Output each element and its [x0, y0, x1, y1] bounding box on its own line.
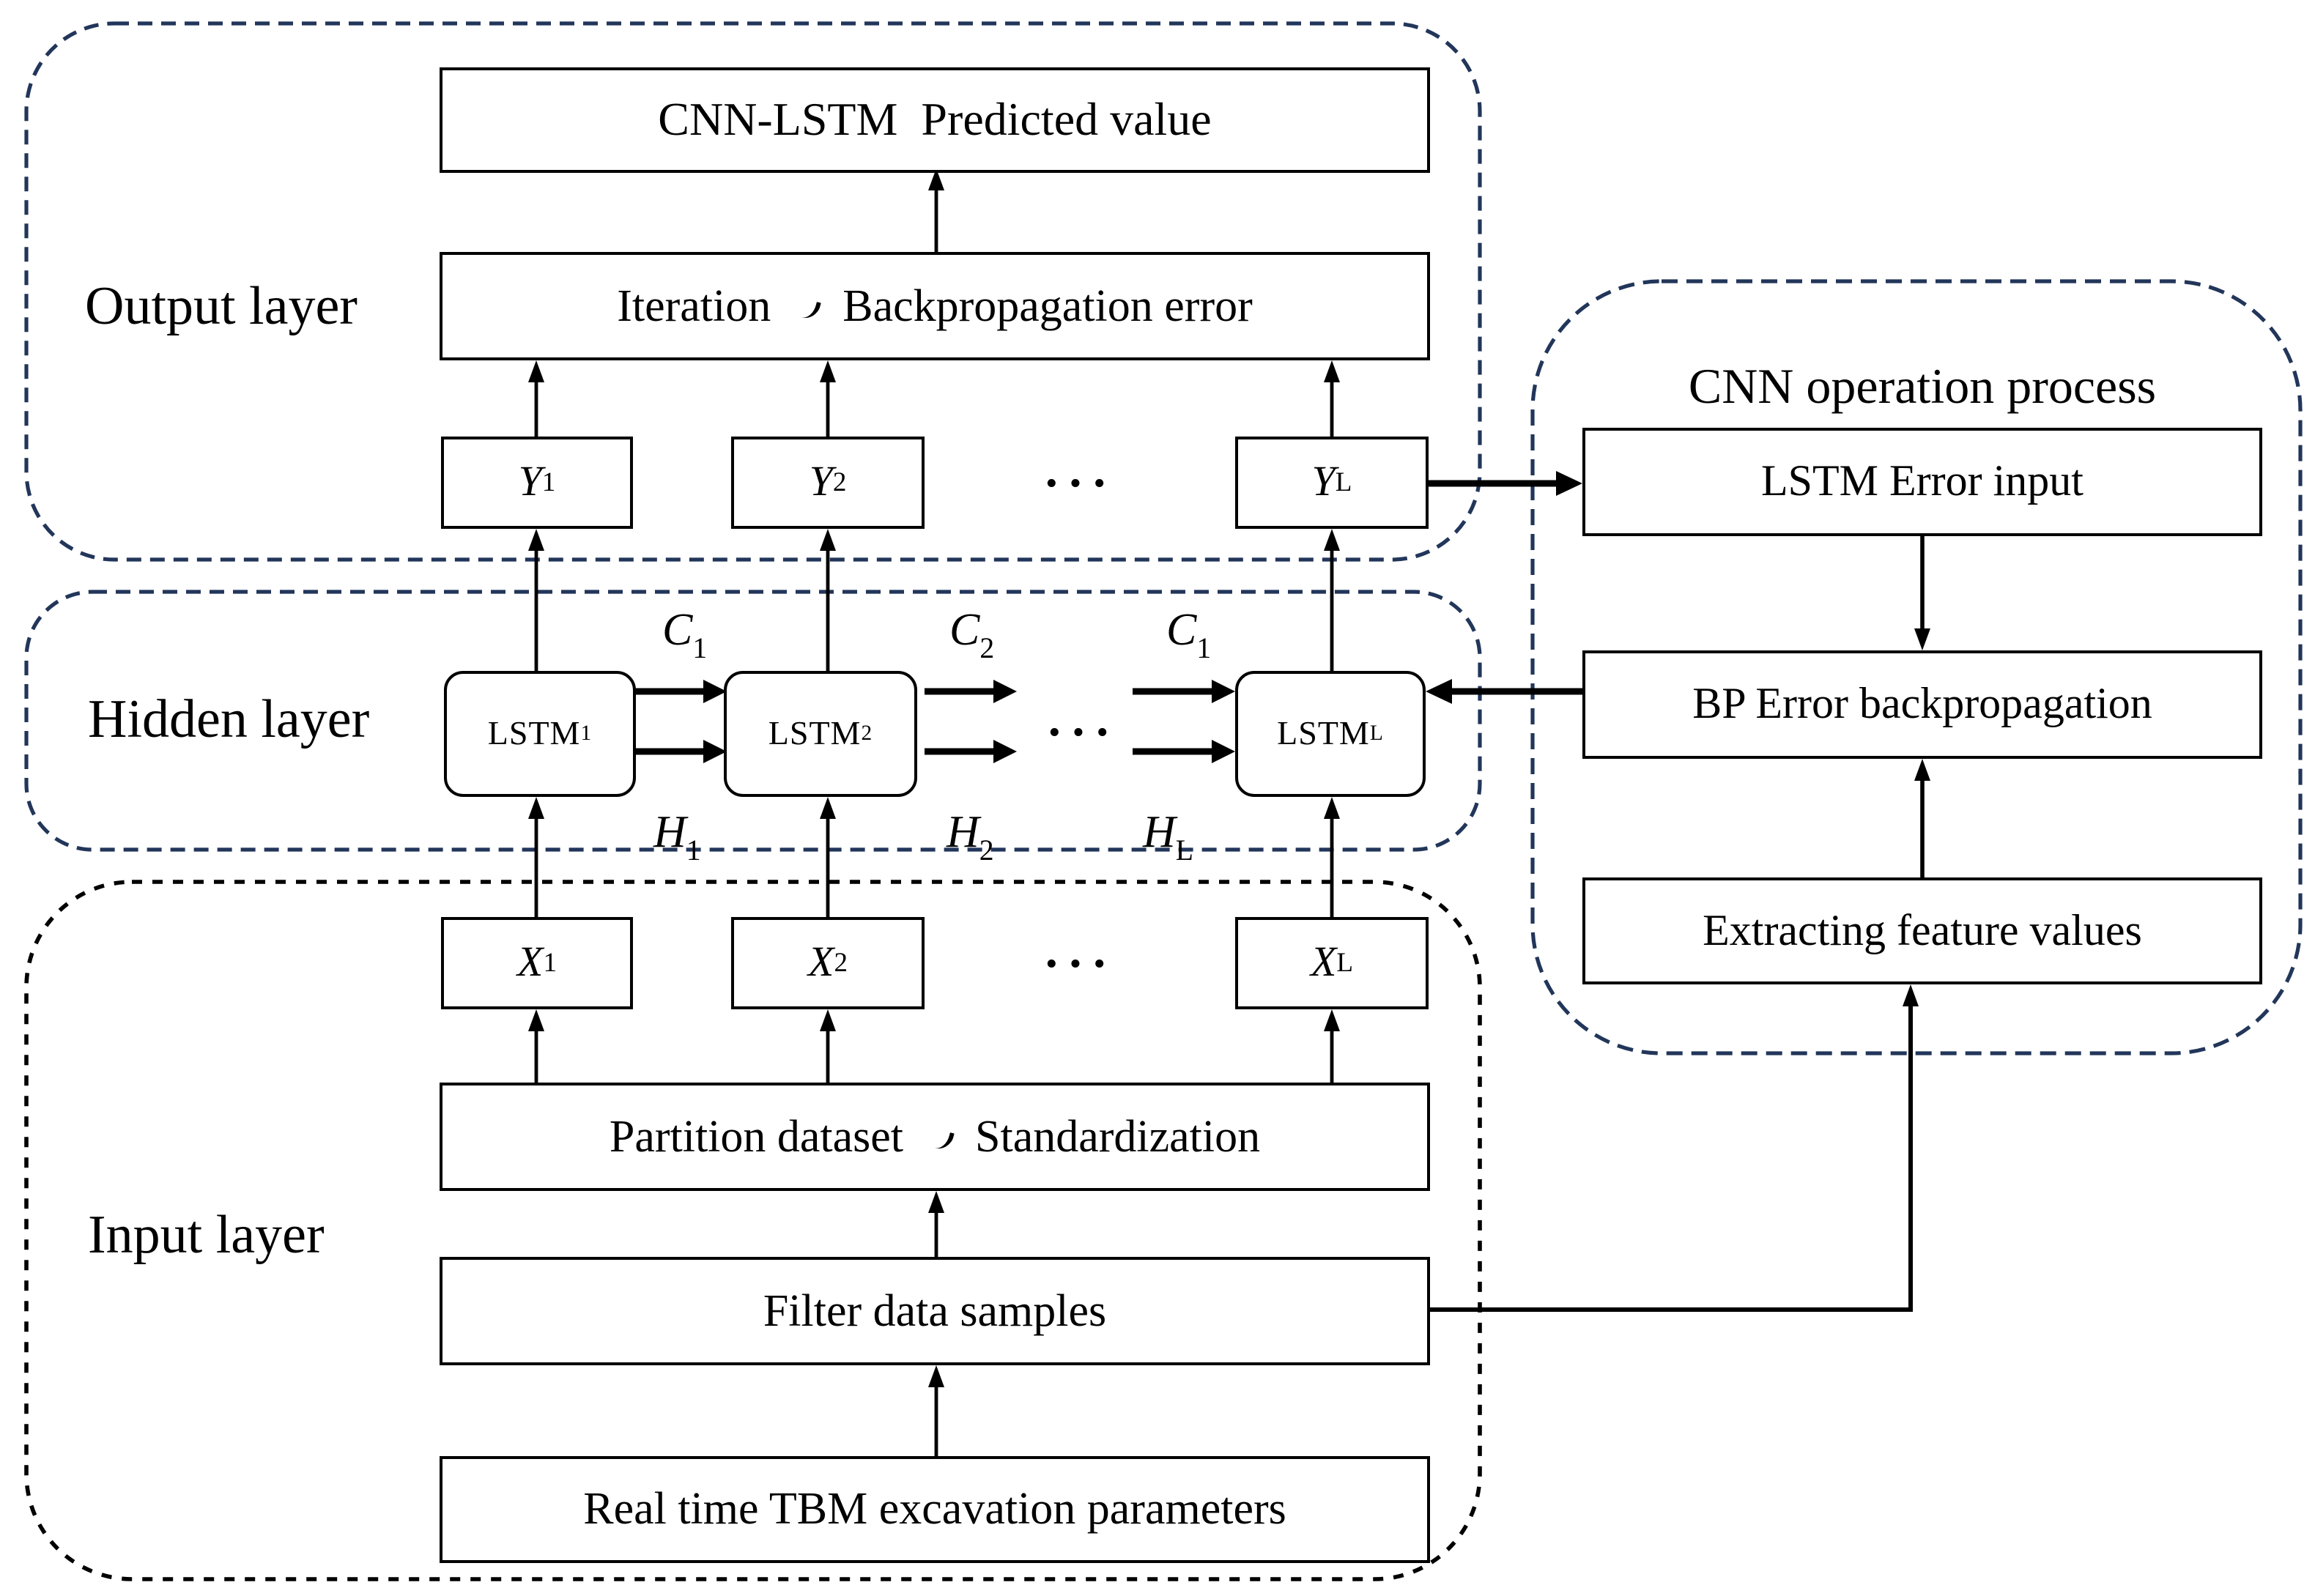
c2-sub: 2	[979, 632, 995, 665]
arrow-x2-to-lstm2	[820, 797, 836, 917]
hidden-layer-border	[24, 590, 1482, 852]
arrow-yl-to-lstm-error-input	[1429, 471, 1582, 496]
iteration-backprop-box: Iteration Backpropagation error	[440, 252, 1430, 360]
c1-sub: 1	[692, 632, 708, 665]
iteration-label-right: Backpropagation error	[842, 279, 1253, 331]
arrow-iteration-to-predicted	[928, 168, 944, 252]
arrow-lstml-to-yl	[1324, 529, 1340, 671]
arrow-x1-to-lstm1	[528, 797, 544, 917]
hl-sub: L	[1175, 834, 1194, 867]
x1-base: X	[517, 939, 544, 987]
arrow-yl-to-iteration	[1324, 360, 1340, 437]
arrow-lstm2-to-dots-c	[925, 680, 1017, 703]
realtime-tbm-box: Real time TBM excavation parameters	[440, 1456, 1430, 1563]
iteration-label-left: Iteration	[617, 279, 771, 331]
arrow-dots-to-lstml-c	[1133, 680, 1235, 703]
arrow-lstm2-to-y2	[820, 529, 836, 671]
arrow-lstm1-to-y1	[528, 529, 544, 671]
arrow-lstm-error-to-bp	[1914, 536, 1930, 650]
xl-base: X	[1310, 939, 1337, 987]
c3-sub: 1	[1196, 632, 1212, 665]
predicted-value-label: CNN-LSTM Predicted value	[658, 92, 1212, 146]
label-h2: H2	[947, 806, 994, 866]
lstm1-base: LSTM	[487, 714, 581, 751]
extracting-feature-values-box: Extracting feature values	[1582, 877, 2262, 984]
realtime-label: Real time TBM excavation parameters	[583, 1482, 1286, 1534]
lstm2-base: LSTM	[768, 714, 862, 751]
output-layer-label: Output layer	[85, 277, 358, 337]
ellipsis-x-row: ···	[1043, 938, 1116, 992]
label-h1: H1	[653, 806, 701, 866]
arrow-filter-to-extracting	[1430, 984, 1919, 1312]
lstm-error-input-label: LSTM Error input	[1761, 457, 2084, 506]
h1-sub: 1	[686, 834, 701, 867]
hidden-layer-label: Hidden layer	[88, 690, 370, 750]
ellipsis-lstm-row: ···	[1046, 706, 1119, 760]
filter-data-samples-box: Filter data samples	[440, 1257, 1430, 1365]
arrow-bp-to-lstml	[1426, 679, 1582, 704]
input-layer-label: Input layer	[88, 1206, 325, 1266]
c1-base: C	[662, 604, 693, 655]
arrow-y2-to-iteration	[820, 360, 836, 437]
output-layer-border	[24, 21, 1482, 562]
cnn-panel-border	[1530, 279, 2303, 1055]
partition-standardization-box: Partition dataset Standardization	[440, 1083, 1430, 1191]
y1-base: Y	[518, 459, 542, 506]
filter-label: Filter data samples	[763, 1284, 1107, 1336]
label-hl: HL	[1143, 806, 1193, 866]
arrow-realtime-to-filter	[928, 1365, 944, 1456]
arrow-lstm1-to-lstm2-c	[636, 680, 727, 703]
arrow-partition-to-x1	[528, 1009, 544, 1083]
bp-error-backprop-label: BP Error backpropagation	[1692, 680, 2152, 729]
label-c1: C1	[662, 604, 707, 664]
arrow-filter-to-partition	[928, 1191, 944, 1257]
c2-base: C	[949, 604, 980, 655]
input-layer-border	[24, 880, 1482, 1581]
h2-sub: 2	[979, 834, 994, 867]
hl-base: H	[1143, 806, 1176, 857]
ideographic-comma-icon	[798, 297, 822, 321]
h1-base: H	[653, 806, 686, 857]
arrow-lstm2-to-dots-h	[925, 740, 1017, 763]
arrow-partition-to-x2	[820, 1009, 836, 1083]
label-c2: C2	[949, 604, 994, 664]
partition-label-left: Partition dataset	[609, 1110, 904, 1162]
partition-label-right: Standardization	[975, 1110, 1261, 1162]
arrow-partition-to-xl	[1324, 1009, 1340, 1083]
lstm-error-input-box: LSTM Error input	[1582, 428, 2262, 536]
lstml-base: LSTM	[1277, 714, 1370, 751]
c3-base: C	[1166, 604, 1197, 655]
arrow-xl-to-lstml	[1324, 797, 1340, 917]
extracting-feature-values-label: Extracting feature values	[1703, 906, 2142, 955]
ellipsis-y-row: ···	[1043, 457, 1116, 511]
y2-base: Y	[809, 459, 833, 506]
predicted-value-box: CNN-LSTM Predicted value	[440, 67, 1430, 173]
bp-error-backprop-box: BP Error backpropagation	[1582, 650, 2262, 759]
x2-base: X	[808, 939, 834, 987]
yl-base: Y	[1311, 459, 1336, 506]
ideographic-comma-icon	[930, 1128, 954, 1151]
cnn-panel-title: CNN operation process	[1688, 360, 2157, 415]
arrow-lstm1-to-lstm2-h	[636, 740, 727, 763]
arrow-y1-to-iteration	[528, 360, 544, 437]
label-c3: C1	[1166, 604, 1211, 664]
arrow-dots-to-lstml-h	[1133, 740, 1235, 763]
h2-base: H	[947, 806, 979, 857]
arrow-extracting-to-bp	[1914, 759, 1930, 877]
